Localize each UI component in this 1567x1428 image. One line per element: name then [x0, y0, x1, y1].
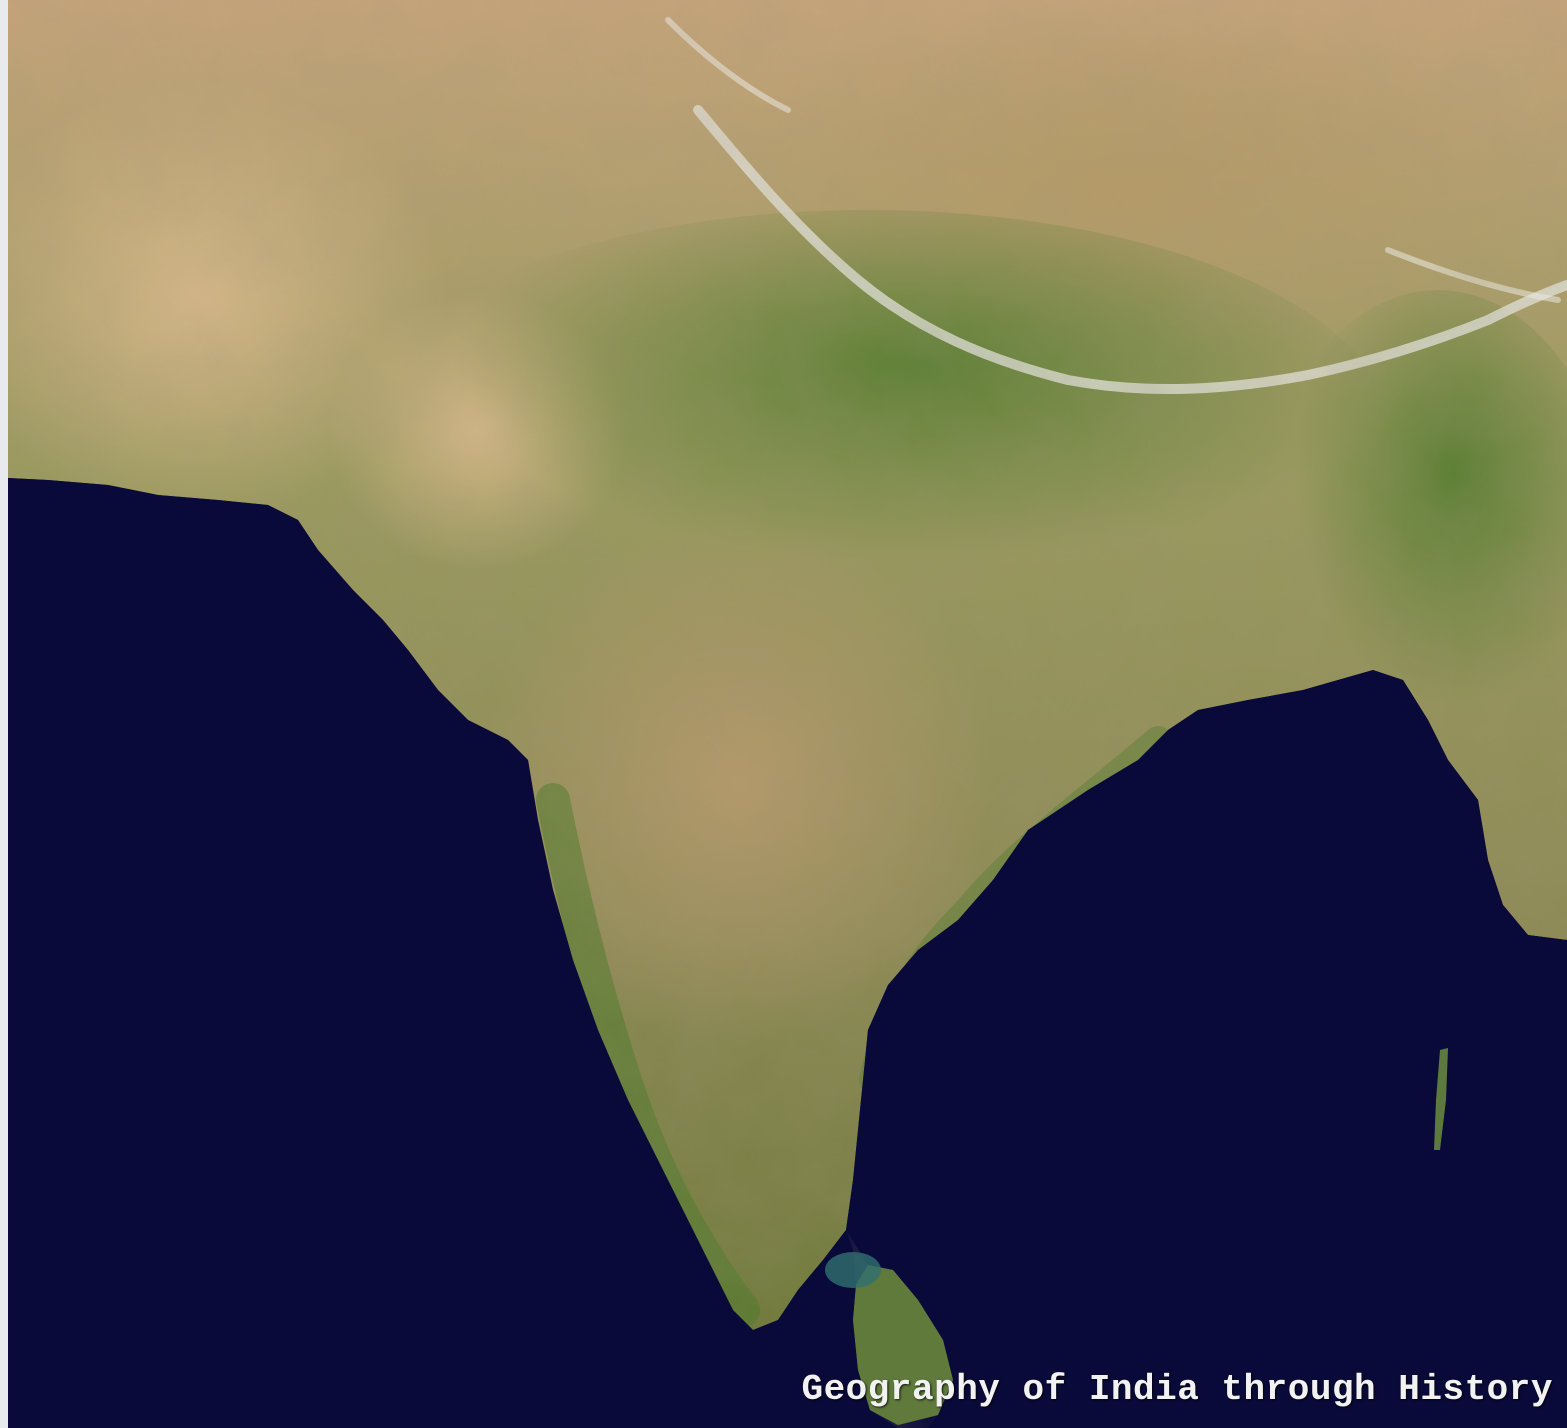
satellite-map-south-asia: [8, 0, 1567, 1428]
map-caption: Geography of India through History: [801, 1369, 1553, 1410]
palk-strait-shallows: [825, 1252, 881, 1288]
island-andaman-top: [1434, 1048, 1448, 1150]
ocean-overlay-east: [846, 670, 1567, 1428]
island-sri-lanka-top: [853, 1265, 953, 1425]
ocean-overlay: [8, 478, 898, 1428]
left-border-strip: [0, 0, 8, 1428]
